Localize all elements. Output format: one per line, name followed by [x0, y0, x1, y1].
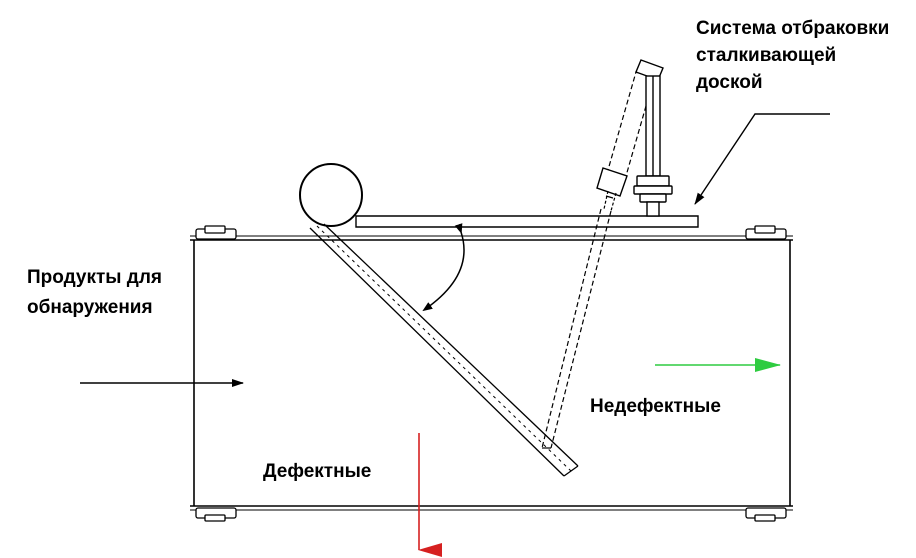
system-label-line3: доской — [696, 72, 763, 93]
bolt-bottom-left — [195, 507, 237, 522]
roller — [299, 163, 363, 227]
bolt-top-right — [745, 225, 787, 240]
non-defective-label: Недефектные — [590, 396, 721, 417]
products-label: Продукты для обнаружения — [27, 263, 162, 323]
bolt-top-left — [195, 225, 237, 240]
system-label: Система отбраковки сталкивающей доской — [696, 15, 889, 96]
defective-label: Дефектные — [263, 461, 372, 482]
bolt-bottom-right — [745, 507, 787, 522]
connecting-rod — [541, 208, 612, 449]
actuator-mount — [633, 75, 673, 217]
angle-indicator — [422, 223, 465, 312]
corner-bolts — [195, 225, 787, 522]
push-board — [309, 223, 579, 477]
products-label-line1: Продукты для — [27, 267, 163, 288]
products-label-line2: обнаружения — [27, 297, 153, 318]
pneumatic-cylinder — [596, 59, 664, 212]
conveyor-frame — [190, 235, 793, 511]
system-leader-line — [694, 113, 830, 205]
system-label-line1: Система отбраковки — [696, 18, 890, 39]
top-plate — [355, 215, 699, 228]
system-label-line2: сталкивающей — [696, 45, 837, 66]
